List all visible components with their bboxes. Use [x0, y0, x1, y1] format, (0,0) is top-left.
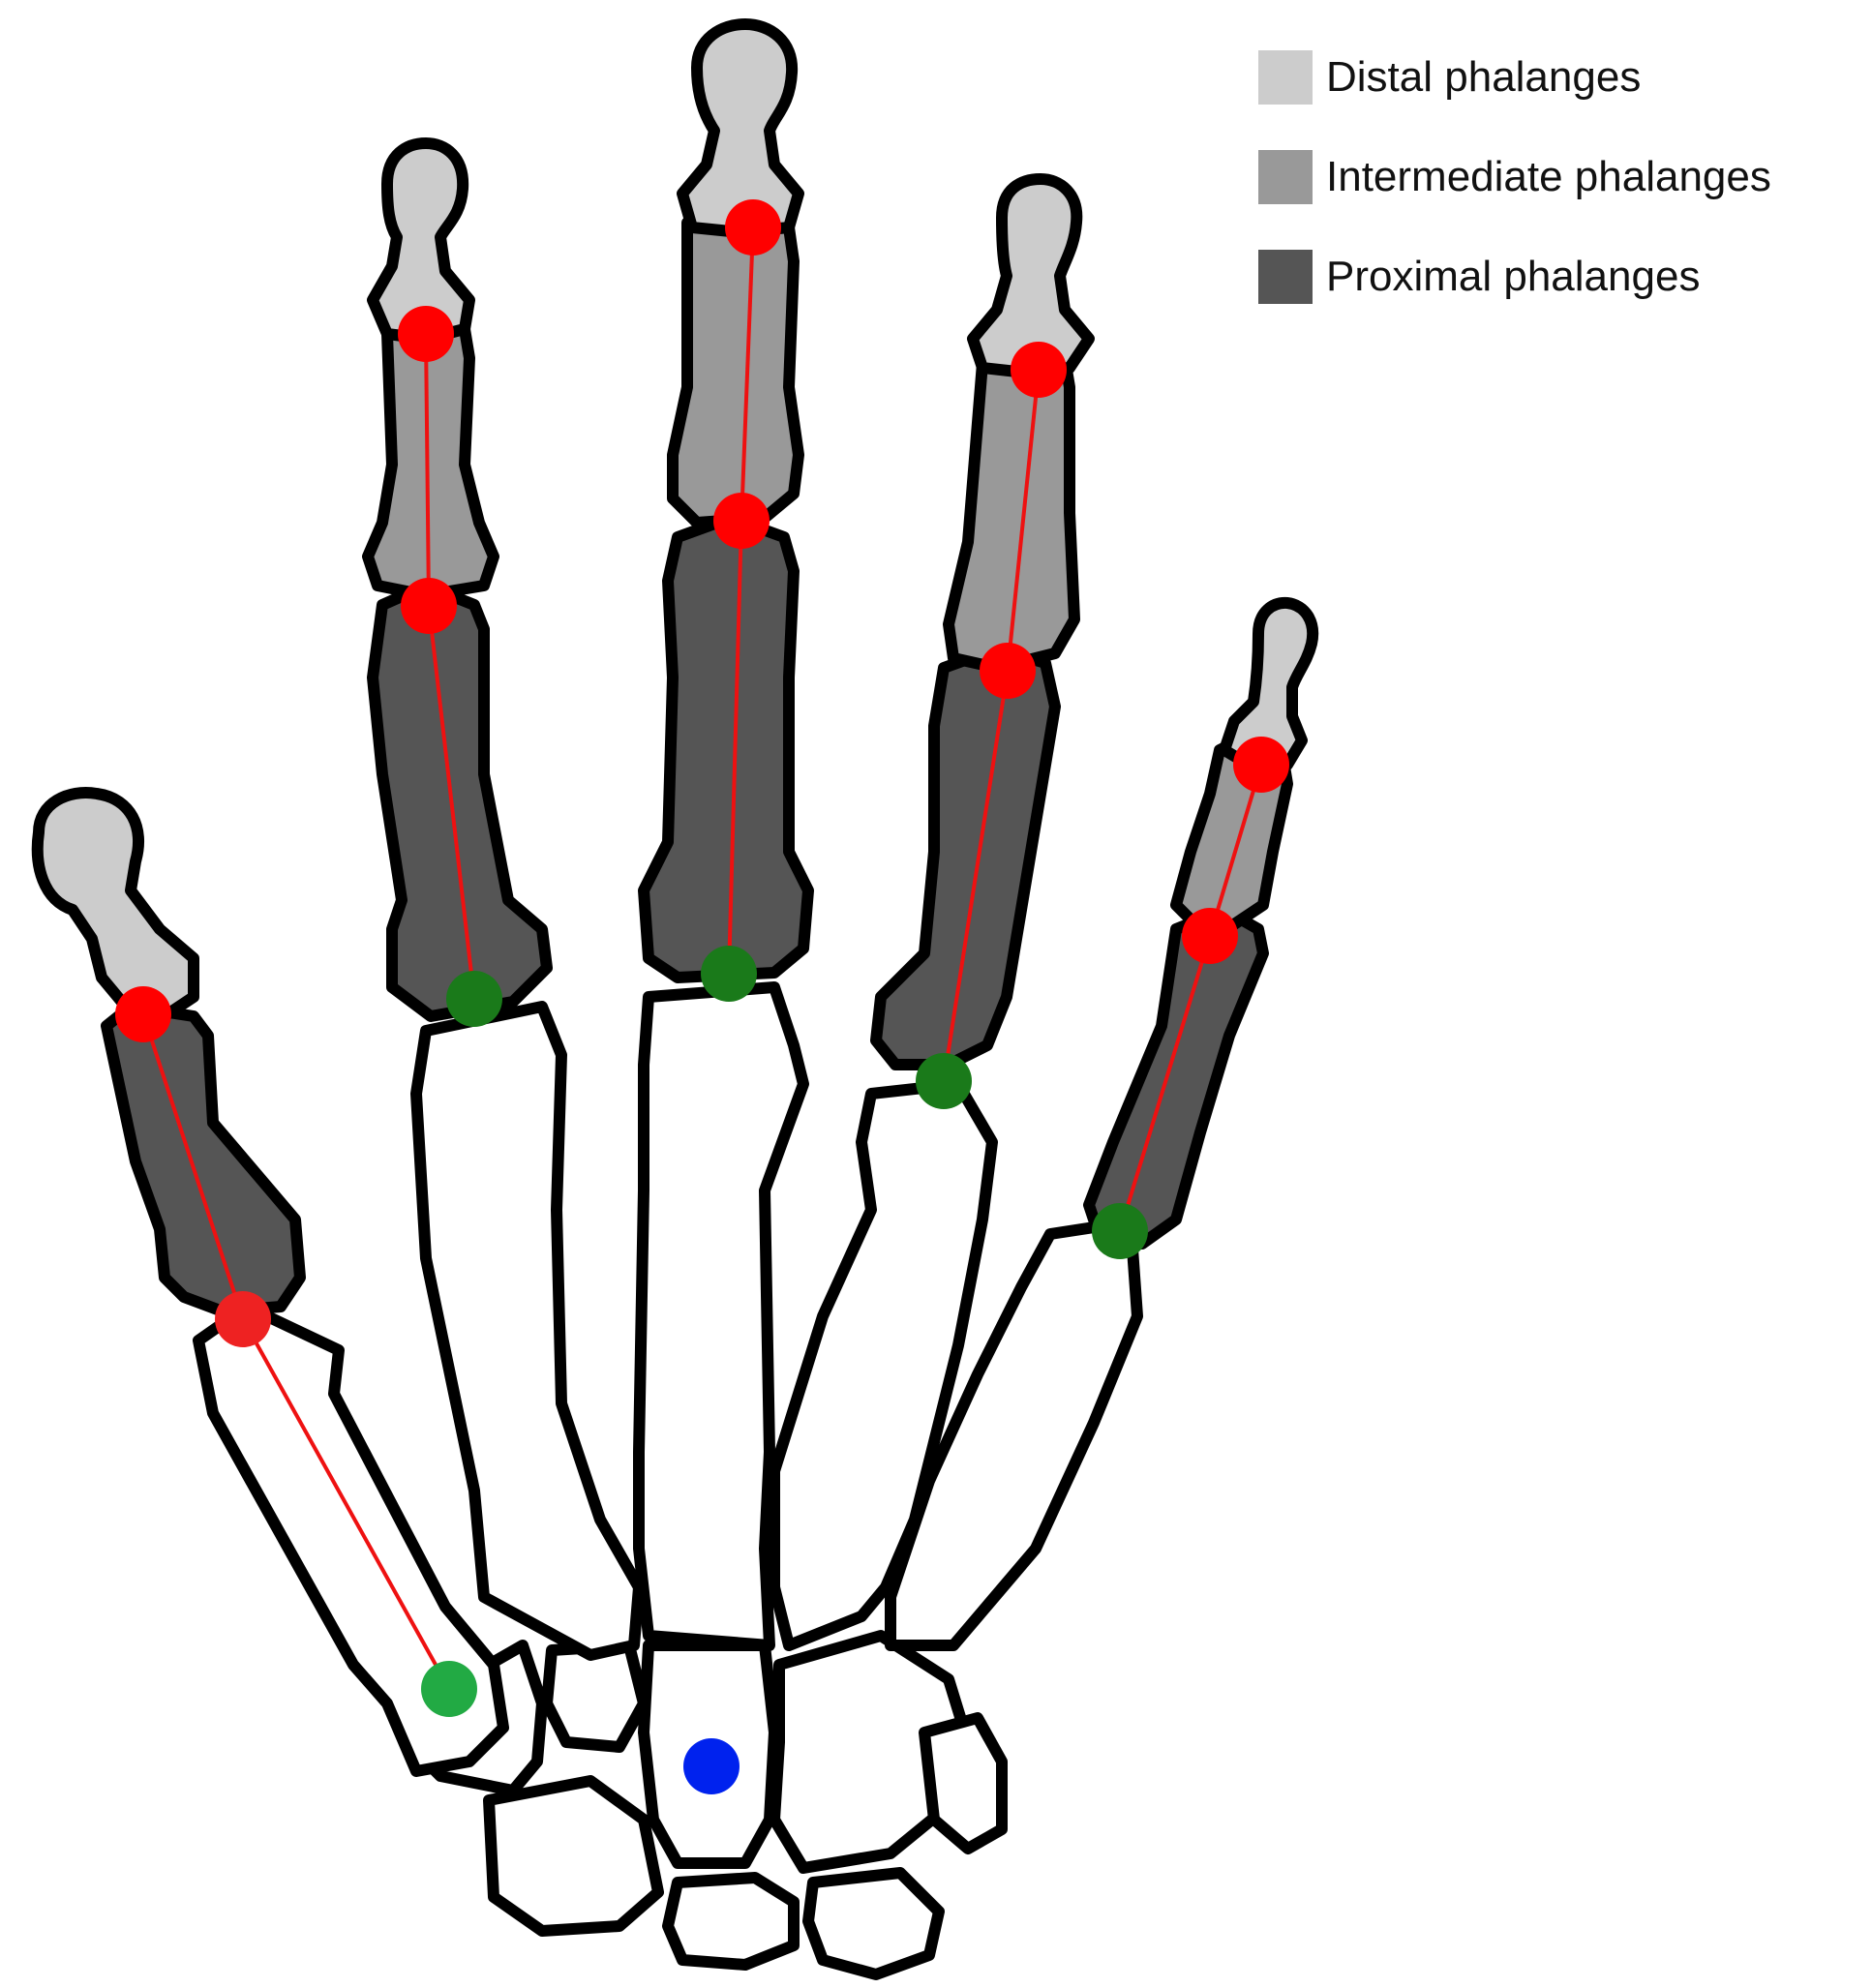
distal-phalanx-thumb — [31, 787, 199, 1022]
axis-line-middle-2 — [727, 520, 743, 975]
joint-marker-middle-pip — [713, 493, 770, 549]
joint-marker-ring-pip — [980, 643, 1036, 699]
carpal-lunate — [662, 1872, 800, 1971]
joint-marker-middle-mcp — [701, 946, 757, 1002]
metacarpal-thumb — [193, 1301, 509, 1777]
proximal-phalanx-index — [367, 580, 553, 1022]
axis-line-index-1 — [424, 333, 431, 607]
distal-phalanx-index — [367, 137, 475, 345]
joint-marker-little-dip — [1233, 737, 1289, 793]
joint-marker-index-mcp — [446, 971, 502, 1027]
legend-swatch-distal — [1258, 50, 1313, 105]
metacarpal-index — [410, 1001, 645, 1661]
legend-item-proximal: Proximal phalanges — [1258, 250, 1771, 304]
proximal-phalanges — [101, 512, 1269, 1317]
metacarpal-ring — [769, 1078, 998, 1651]
joint-marker-index-pip — [401, 578, 457, 634]
carpal-triquetrum — [802, 1867, 945, 1980]
distal-phalanges — [31, 18, 1319, 1022]
axis-line-thumb-1 — [141, 1013, 245, 1320]
distal-phalanx-middle — [677, 18, 804, 238]
proximal-phalanx-little — [1083, 904, 1269, 1250]
joint-marker-thumb-cmc — [421, 1661, 477, 1717]
legend-label-intermediate: Intermediate phalanges — [1326, 153, 1771, 200]
proximal-phalanx-middle — [638, 512, 814, 983]
joint-marker-index-dip — [398, 306, 454, 362]
metacarpal-middle — [633, 981, 809, 1651]
carpal-hamate — [769, 1630, 974, 1874]
joint-marker-carpal-center — [683, 1738, 740, 1794]
joint-marker-ring-mcp — [916, 1053, 972, 1109]
axis-line-little-1 — [1208, 764, 1263, 937]
joint-marker-little-mcp — [1092, 1203, 1148, 1259]
proximal-phalanx-ring — [870, 643, 1061, 1070]
joint-marker-thumb-ip — [115, 986, 171, 1042]
axis-line-index-2 — [427, 605, 476, 1000]
axis-line-little-2 — [1118, 935, 1212, 1232]
intermediate-phalanges — [362, 202, 1293, 930]
joint-marker-little-pip — [1182, 908, 1238, 964]
legend-label-proximal: Proximal phalanges — [1326, 253, 1701, 300]
joint-markers — [115, 199, 1289, 1794]
axis-lines — [141, 226, 1263, 1690]
proximal-phalanx-thumb — [101, 1001, 306, 1317]
joint-marker-ring-dip — [1011, 342, 1067, 398]
legend: Distal phalanges Intermediate phalanges … — [1258, 50, 1771, 349]
legend-item-intermediate: Intermediate phalanges — [1258, 150, 1771, 204]
axis-line-ring-2 — [942, 670, 1010, 1082]
axis-line-middle-1 — [740, 226, 755, 522]
distal-phalanx-ring — [967, 173, 1095, 378]
distal-phalanx-little — [1219, 596, 1319, 770]
legend-swatch-intermediate — [1258, 150, 1313, 204]
legend-swatch-proximal — [1258, 250, 1313, 304]
legend-item-distal: Distal phalanges — [1258, 50, 1771, 105]
metacarpals — [193, 981, 1143, 1777]
axis-line-ring-1 — [1006, 369, 1041, 672]
carpal-scaphoid — [483, 1775, 664, 1937]
intermediate-phalanx-middle — [667, 202, 804, 528]
axis-line-thumb-2 — [241, 1318, 451, 1690]
joint-marker-thumb-mcp — [215, 1291, 271, 1347]
joint-marker-middle-dip — [725, 199, 781, 256]
carpal-pisiform — [919, 1712, 1008, 1854]
legend-label-distal: Distal phalanges — [1326, 53, 1642, 101]
carpal-trapezoid — [541, 1640, 649, 1753]
